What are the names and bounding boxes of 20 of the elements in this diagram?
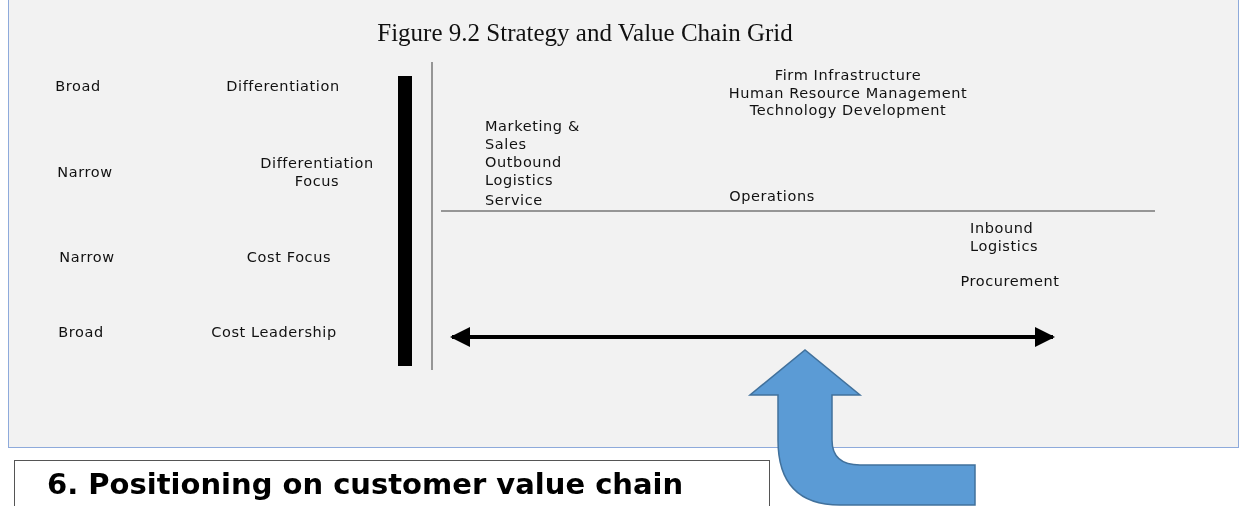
grid-label: Human Resource Management <box>728 84 968 102</box>
grid-label: Differentiation <box>226 77 340 95</box>
grid-label: Service <box>485 191 543 209</box>
caption-box: 6. Positioning on customer value chain <box>14 460 770 506</box>
grid-label: Differentiation Focus <box>259 154 375 190</box>
grid-label: Procurement <box>960 272 1060 290</box>
grid-label: Narrow <box>57 163 113 181</box>
grid-label: Outbound Logistics <box>485 153 563 189</box>
grid-label: Technology Development <box>749 101 947 119</box>
grid-label: Cost Leadership <box>211 323 337 341</box>
grid-label: Marketing & Sales <box>485 117 581 153</box>
figure-title: Figure 9.2 Strategy and Value Chain Grid <box>377 19 793 47</box>
grid-label: Broad <box>55 77 101 95</box>
thick-bar <box>398 76 412 366</box>
grid-label: Cost Focus <box>246 248 332 266</box>
grid-label: Broad <box>58 323 104 341</box>
grid-label: Inbound Logistics <box>970 219 1040 255</box>
grid-label: Firm Infrastructure <box>774 66 922 84</box>
grid-label: Narrow <box>59 248 115 266</box>
grid-label: Operations <box>729 187 815 205</box>
